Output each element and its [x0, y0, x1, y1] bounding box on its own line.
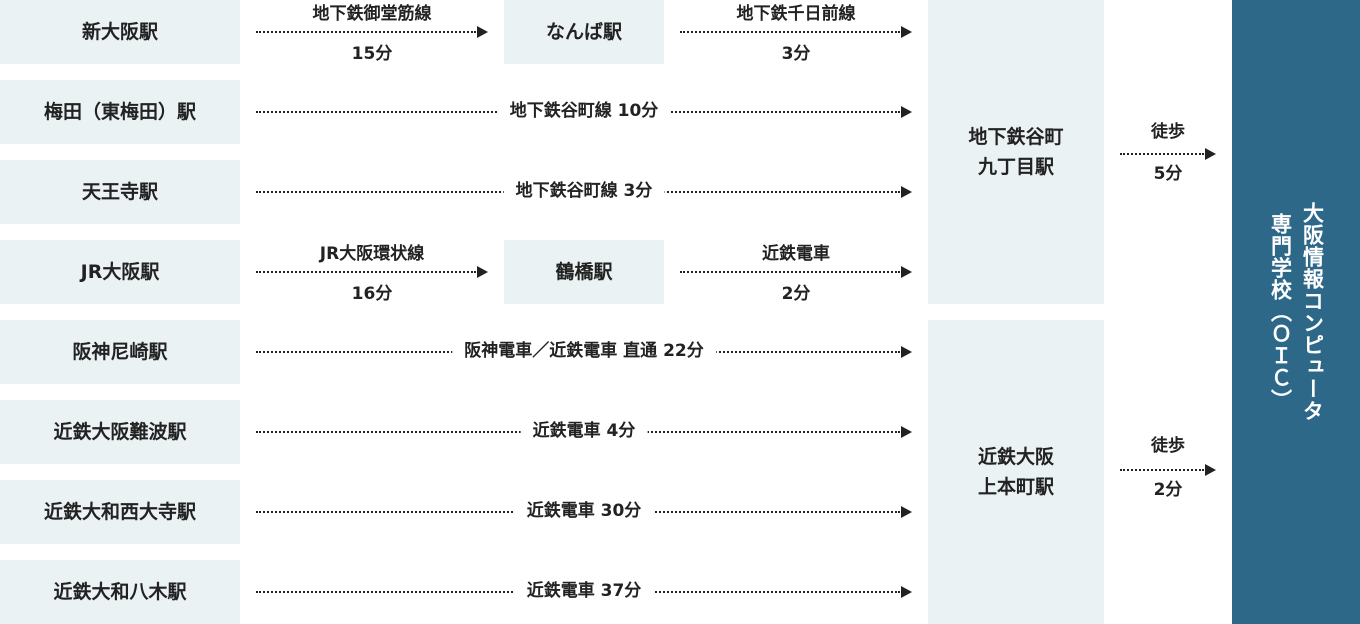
origin-label: 梅田（東梅田）駅	[43, 100, 196, 123]
origin-label: 天王寺駅	[81, 180, 158, 203]
origin-station-kintetsu-yamato-saidaiji: 近鉄大和西大寺駅	[0, 480, 240, 544]
arrow-head-icon	[901, 346, 912, 358]
walk-time-label: 5分	[1153, 164, 1183, 184]
origin-label: 阪神尼崎駅	[72, 340, 168, 363]
walk-arrow	[1120, 464, 1216, 476]
arrow-head-icon	[1205, 148, 1216, 160]
origin-station-kintetsu-yamato-yagi: 近鉄大和八木駅	[0, 560, 240, 624]
origin-station-shin-osaka: 新大阪駅	[0, 0, 240, 64]
origin-station-kintetsu-osaka-namba: 近鉄大阪難波駅	[0, 400, 240, 464]
transfer-station-namba: なんば駅	[504, 0, 664, 64]
hub-label-line1: 地下鉄谷町	[968, 125, 1064, 148]
arrow-head-icon	[901, 506, 912, 518]
route-time-label: 15分	[351, 44, 393, 64]
origin-label: 近鉄大和西大寺駅	[43, 500, 196, 523]
destination-oic: 大阪情報コンピュータ 専門学校（ＯＩＣ）	[1232, 0, 1360, 624]
walk-time-label: 2分	[1153, 480, 1183, 500]
origin-station-hanshin-amagasaki: 阪神尼崎駅	[0, 320, 240, 384]
arrow-head-icon	[901, 586, 912, 598]
transfer-label: なんば駅	[545, 20, 622, 43]
origin-label: 新大阪駅	[81, 20, 158, 43]
arrow-head-icon	[1205, 464, 1216, 476]
route-label: 地下鉄谷町線 3分	[503, 181, 665, 202]
route-arrow	[680, 266, 912, 278]
hub-station-tanimachi-9chome: 地下鉄谷町 九丁目駅	[928, 0, 1104, 304]
route-arrow	[680, 26, 912, 38]
arrow-head-icon	[901, 426, 912, 438]
walk-label: 徒歩	[1151, 122, 1185, 142]
walk-arrow	[1120, 148, 1216, 160]
walk-label: 徒歩	[1151, 436, 1185, 456]
destination-name-line1: 大阪情報コンピュータ	[1300, 202, 1325, 422]
hub-station-uehommachi: 近鉄大阪 上本町駅	[928, 320, 1104, 624]
arrow-head-icon	[901, 106, 912, 118]
arrow-head-icon	[477, 266, 488, 278]
route-line-label: 近鉄電車	[762, 244, 830, 264]
route-line-label: 地下鉄御堂筋線	[312, 4, 432, 24]
arrow-head-icon	[477, 26, 488, 38]
arrow-head-icon	[901, 186, 912, 198]
transfer-station-tsuruhashi: 鶴橋駅	[504, 240, 664, 304]
route-label: 近鉄電車 4分	[520, 421, 648, 442]
route-arrow	[256, 26, 488, 38]
route-time-label: 16分	[351, 284, 393, 304]
hub-label-line1: 近鉄大阪	[977, 445, 1054, 468]
origin-station-tennoji: 天王寺駅	[0, 160, 240, 224]
route-time-label: 3分	[781, 44, 811, 64]
origin-station-jr-osaka: JR大阪駅	[0, 240, 240, 304]
route-label: 地下鉄谷町線 10分	[497, 101, 671, 122]
origin-label: JR大阪駅	[80, 260, 160, 283]
route-arrow	[256, 266, 488, 278]
origin-station-umeda: 梅田（東梅田）駅	[0, 80, 240, 144]
route-line-label: 地下鉄千日前線	[736, 4, 856, 24]
route-label: 近鉄電車 30分	[514, 501, 654, 522]
route-time-label: 2分	[781, 284, 811, 304]
arrow-head-icon	[901, 26, 912, 38]
route-label: 近鉄電車 37分	[514, 581, 654, 602]
hub-label-line2: 上本町駅	[977, 476, 1054, 498]
transfer-label: 鶴橋駅	[555, 260, 613, 283]
route-line-label: JR大阪環状線	[319, 244, 425, 264]
origin-label: 近鉄大和八木駅	[53, 580, 187, 603]
origin-label: 近鉄大阪難波駅	[53, 420, 187, 443]
hub-label-line2: 九丁目駅	[977, 156, 1054, 178]
arrow-head-icon	[901, 266, 912, 278]
route-label: 阪神電車／近鉄電車 直通 22分	[452, 341, 716, 362]
destination-name-line2: 専門学校（ＯＩＣ）	[1268, 213, 1293, 411]
